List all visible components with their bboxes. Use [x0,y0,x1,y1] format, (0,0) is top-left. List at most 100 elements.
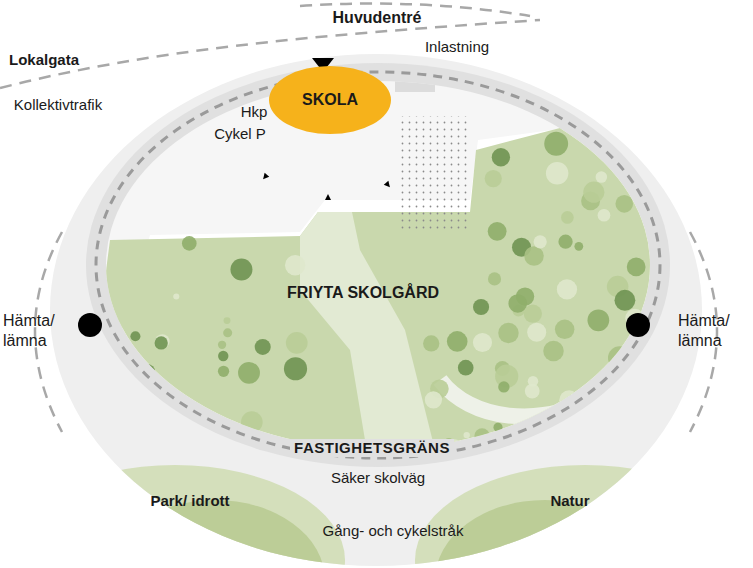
tree [207,442,223,458]
tree [557,279,577,299]
tree [586,383,605,402]
tree [142,377,163,398]
tree [614,290,635,311]
tree [653,449,670,466]
tree [658,266,676,284]
yard-path [300,212,440,470]
tree [423,335,439,351]
tree [618,352,636,370]
tree [608,148,626,166]
tree [615,195,633,213]
tree [488,272,501,285]
tree [613,151,626,164]
tree [599,141,621,163]
tree [534,235,547,248]
tree [447,331,468,352]
tree [535,435,550,450]
entrance-label: Huvudentré [333,8,422,28]
tree [527,323,546,342]
tree [587,309,609,331]
park-area [105,500,325,568]
tree [458,360,474,376]
tree [100,397,122,419]
safe-route-label: Säker skolväg [331,469,425,488]
tree [255,339,271,355]
tree [508,294,527,313]
street-label: Lokalgata [9,51,79,70]
tree [168,430,176,438]
tree [660,157,673,170]
tree [425,391,442,408]
tree [598,209,611,222]
tree [636,359,645,368]
tree [485,170,502,187]
tree [493,423,502,432]
tree [498,323,518,343]
tree [218,341,226,349]
school-building: SKOLA [269,66,391,134]
tree [155,336,168,349]
loading-label: Inlastning [425,38,489,57]
tree [104,429,115,440]
tree [659,202,676,219]
tree [473,333,492,352]
tree [176,424,198,446]
yard-walkway [440,380,600,416]
tree [608,346,631,369]
dropoff-dot [626,313,650,337]
tree [543,341,563,361]
tree [524,246,544,266]
tree [596,421,616,441]
tree [474,428,489,443]
tree [155,334,169,348]
tree [559,390,579,410]
tree [590,395,600,405]
tree [223,328,232,337]
yard-green [80,128,700,470]
tree [596,171,608,183]
tree [160,403,171,414]
tree [473,299,489,315]
tree [555,320,575,340]
tree [230,259,252,281]
parking-label: Hkp [241,103,268,122]
tree [241,411,263,433]
property-line-label: FASTIGHETSGRÄNS [290,439,454,458]
tree [576,449,590,463]
tree [574,242,583,251]
tree [558,447,567,456]
tree [583,182,604,203]
area-name: SKOLA [302,91,358,109]
tree [498,381,509,392]
tree [231,426,251,446]
tree [285,255,305,275]
dropoff-label: Hämta/ lämna [3,311,69,351]
tree [138,364,156,382]
transit-label: Kollektivtrafik [14,96,102,115]
tree [218,366,229,377]
exit-arrow [261,173,269,181]
tree [524,305,542,323]
tree [218,351,228,361]
tree [640,387,658,405]
loading-area [395,62,435,92]
tree [622,394,630,402]
tree [607,397,619,409]
tree [182,236,197,251]
tree [238,362,260,384]
area-name: FRIYTA SKOLGÅRD [287,284,439,302]
tree [627,258,646,277]
tree [284,357,307,380]
park-area-label: Park/ idrott [146,488,233,512]
tree [558,235,572,249]
tree [224,317,231,324]
area-name: Natur [550,492,589,509]
schoolyard-area: FRIYTA SKOLGÅRD [283,281,443,305]
area-name: Park/ idrott [150,492,229,509]
exit-arrow [325,194,331,200]
tree [525,384,540,399]
path-label: Gång- och cykelstråk [323,522,464,541]
nature-area [435,500,655,568]
tree [169,432,192,455]
tree [169,398,176,405]
